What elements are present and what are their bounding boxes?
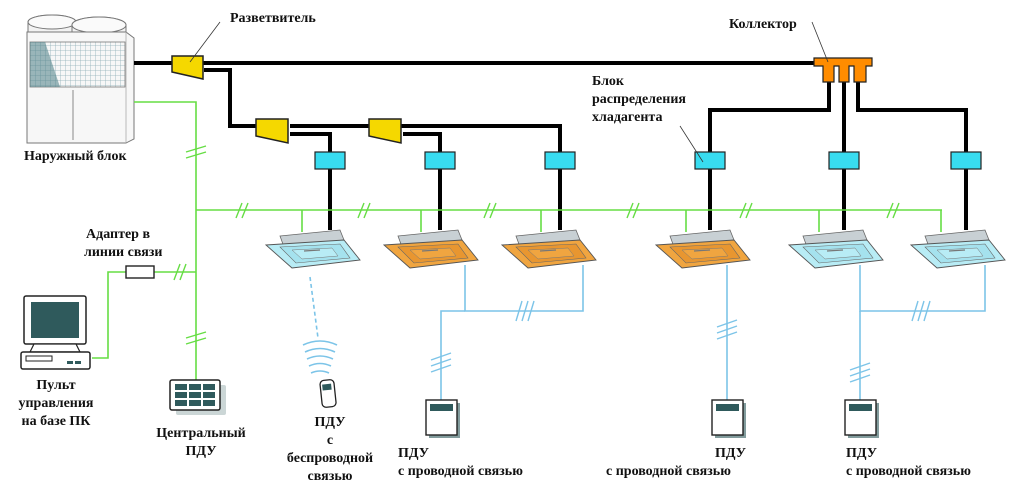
wired-remote-1-label-2: с проводной связью [398, 464, 523, 479]
splitter-2 [255, 118, 289, 144]
wired-remote-2-label-1: ПДУ [715, 446, 746, 461]
distribution-block-label-2: распределения [592, 92, 686, 107]
distribution-block-2 [424, 151, 456, 170]
distribution-block-label-3: хладагента [592, 110, 663, 125]
adapter-box [125, 265, 155, 279]
communication-lines [92, 101, 942, 380]
distribution-block-5 [828, 151, 860, 170]
indoor-unit-1 [264, 229, 361, 269]
wireless-remote-label-2: с [326, 433, 334, 448]
adapter-label-1: Адаптер в [86, 227, 151, 242]
central-remote-label-1: Центральный [156, 426, 246, 441]
adapter-label-2: линии связи [84, 245, 163, 260]
central-remote [169, 379, 226, 415]
wireless-remote-label-1: ПДУ [314, 415, 346, 430]
remote-lines [302, 265, 986, 400]
wired-remote-3 [844, 399, 879, 438]
wireless-remote [319, 379, 337, 408]
distribution-block-3 [544, 151, 576, 170]
indoor-unit-5 [787, 229, 884, 269]
indoor-unit-2 [382, 229, 479, 269]
splitter-label: Разветвитель [230, 11, 316, 26]
distribution-block-label-1: Блок [592, 74, 624, 89]
pc-label-1: Пульт [36, 378, 76, 393]
collector [813, 57, 873, 83]
leader-lines [189, 21, 829, 163]
outdoor-unit [26, 14, 135, 144]
central-remote-label-2: ПДУ [185, 444, 217, 459]
wired-remote-3-label-1: ПДУ [846, 446, 877, 461]
refrigerant-pipes [134, 61, 968, 230]
pc-controller [20, 295, 91, 370]
pc-label-3: на базе ПК [21, 414, 91, 429]
wireless-remote-label-4: связью [307, 469, 353, 484]
distribution-block-4 [694, 151, 726, 170]
indoor-unit-3 [500, 229, 597, 269]
splitter-main [171, 55, 204, 80]
indoor-unit-4 [654, 229, 751, 269]
indoor-unit-6 [909, 229, 1006, 269]
wired-remote-3-label-2: с проводной связью [846, 464, 971, 479]
collector-label: Коллектор [729, 17, 797, 32]
distribution-block-6 [950, 151, 982, 170]
wired-remote-2-label-2: с проводной связью [606, 464, 731, 479]
wired-remote-2 [711, 399, 746, 438]
distribution-block-1 [314, 151, 346, 170]
pc-label-2: управления [18, 396, 94, 411]
wired-remote-1-label-1: ПДУ [398, 446, 429, 461]
splitter-3 [368, 118, 402, 144]
outdoor-unit-label: Наружный блок [24, 149, 127, 164]
wired-remote-1 [425, 399, 460, 438]
wireless-remote-label-3: беспроводной [286, 451, 374, 466]
